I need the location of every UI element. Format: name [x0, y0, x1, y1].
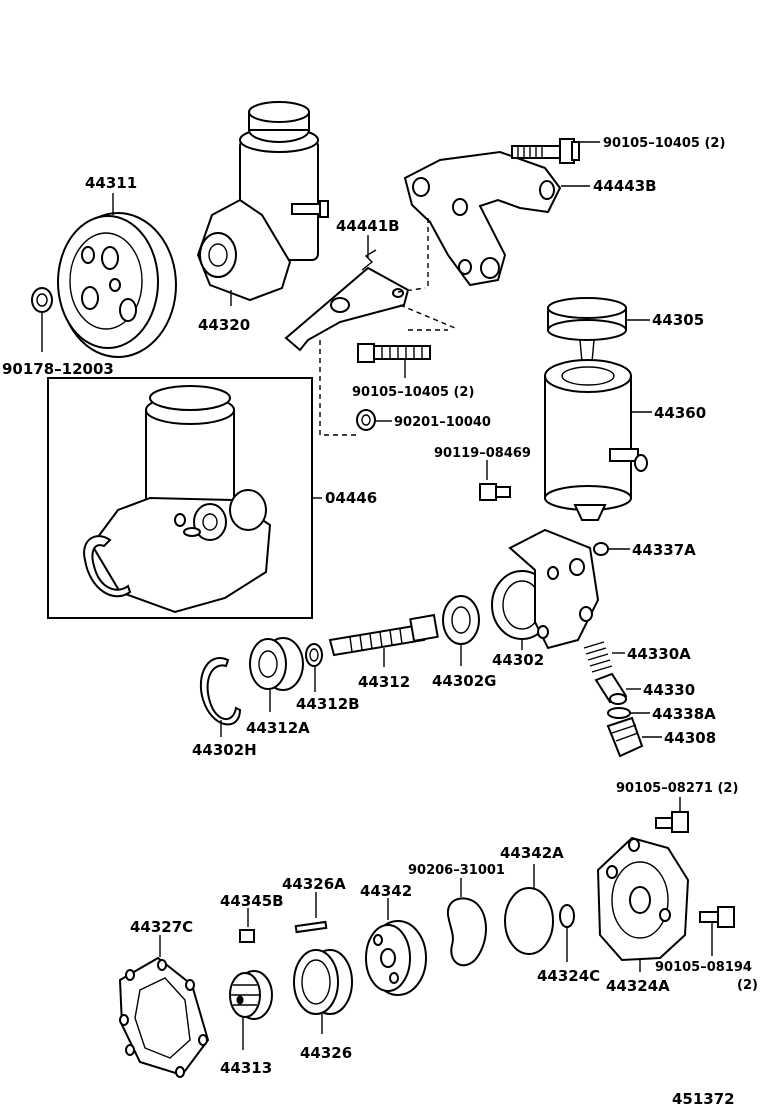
label-44443B: 44443B	[593, 177, 657, 195]
o-ring-44324C	[559, 904, 575, 928]
bracket-44441B	[284, 249, 410, 352]
washer-90201	[356, 409, 376, 431]
label-44313: 44313	[220, 1059, 272, 1077]
o-ring-44338A	[607, 707, 631, 719]
label-90206-31001: 90206–31001	[408, 863, 505, 878]
rotor-44313	[229, 970, 273, 1020]
label-90105-08194: 90105–08194	[655, 960, 752, 975]
label-04446: 04446	[325, 489, 377, 507]
label-44312B: 44312B	[296, 695, 360, 713]
kit-box-04446	[47, 377, 313, 619]
pump-assembly-44320	[196, 101, 329, 302]
label-44330A: 44330A	[627, 645, 691, 663]
label-44338A: 44338A	[652, 705, 716, 723]
valve-44330	[594, 672, 628, 705]
label-44360: 44360	[654, 404, 706, 422]
label-44312: 44312	[358, 673, 410, 691]
label-44308: 44308	[664, 729, 716, 747]
bolt-90105-08271	[655, 811, 689, 833]
label-90105-08194-qty: (2)	[737, 978, 758, 993]
label-90105-10405-top: 90105–10405 (2)	[603, 136, 725, 151]
bearing-44312A	[249, 637, 304, 691]
label-44342: 44342	[360, 882, 412, 900]
bolt-90105-08194	[699, 906, 735, 928]
shaft-44312	[328, 613, 439, 657]
housing-44302	[491, 528, 600, 650]
label-90105-10405-mid: 90105–10405 (2)	[352, 385, 474, 400]
nut-90178	[31, 287, 53, 313]
figure-number: 451372	[672, 1090, 735, 1108]
cap-44305	[547, 297, 627, 363]
bolt-90105-10405-mid	[357, 343, 431, 363]
plug-44308	[606, 716, 644, 758]
vane-44345B	[239, 929, 255, 943]
label-44337A: 44337A	[632, 541, 696, 559]
label-90119-08469: 90119–08469	[434, 446, 531, 461]
label-44305: 44305	[652, 311, 704, 329]
cam-ring-44326	[293, 949, 353, 1015]
spring-44330A	[583, 641, 613, 673]
gasket-ring-44342A	[504, 887, 554, 955]
pulley-44311	[57, 212, 177, 358]
label-90201-10040: 90201–10040	[394, 415, 491, 430]
label-44342A: 44342A	[500, 844, 564, 862]
label-44326: 44326	[300, 1044, 352, 1062]
pin-44326A	[294, 920, 328, 934]
label-90105-08271: 90105–08271 (2)	[616, 781, 738, 796]
label-44327C: 44327C	[130, 918, 193, 936]
reservoir-44360	[544, 359, 648, 521]
label-90178-12003: 90178–12003	[2, 360, 114, 378]
snap-ring-44312B	[305, 643, 323, 667]
cover-44324A	[596, 836, 690, 962]
bolt-90119	[479, 483, 511, 501]
label-44441B: 44441B	[336, 217, 400, 235]
label-44324A: 44324A	[606, 977, 670, 995]
label-44311: 44311	[85, 174, 137, 192]
label-44345B: 44345B	[220, 892, 284, 910]
gasket-44327C	[118, 956, 210, 1078]
label-44302: 44302	[492, 651, 544, 669]
seal-90206	[446, 897, 487, 967]
snap-ring-44302H	[199, 657, 242, 726]
bolt-90105-10405-top	[511, 138, 580, 164]
bracket-44443B	[403, 150, 562, 287]
plug-44337A	[593, 542, 609, 556]
label-44326A: 44326A	[282, 875, 346, 893]
seal-44302G	[442, 595, 480, 645]
label-44302G: 44302G	[432, 672, 497, 690]
label-44324C: 44324C	[537, 967, 600, 985]
label-44320: 44320	[198, 316, 250, 334]
label-44330: 44330	[643, 681, 695, 699]
label-44302H: 44302H	[192, 741, 257, 759]
label-44312A: 44312A	[246, 719, 310, 737]
side-plate-44342	[365, 920, 427, 996]
